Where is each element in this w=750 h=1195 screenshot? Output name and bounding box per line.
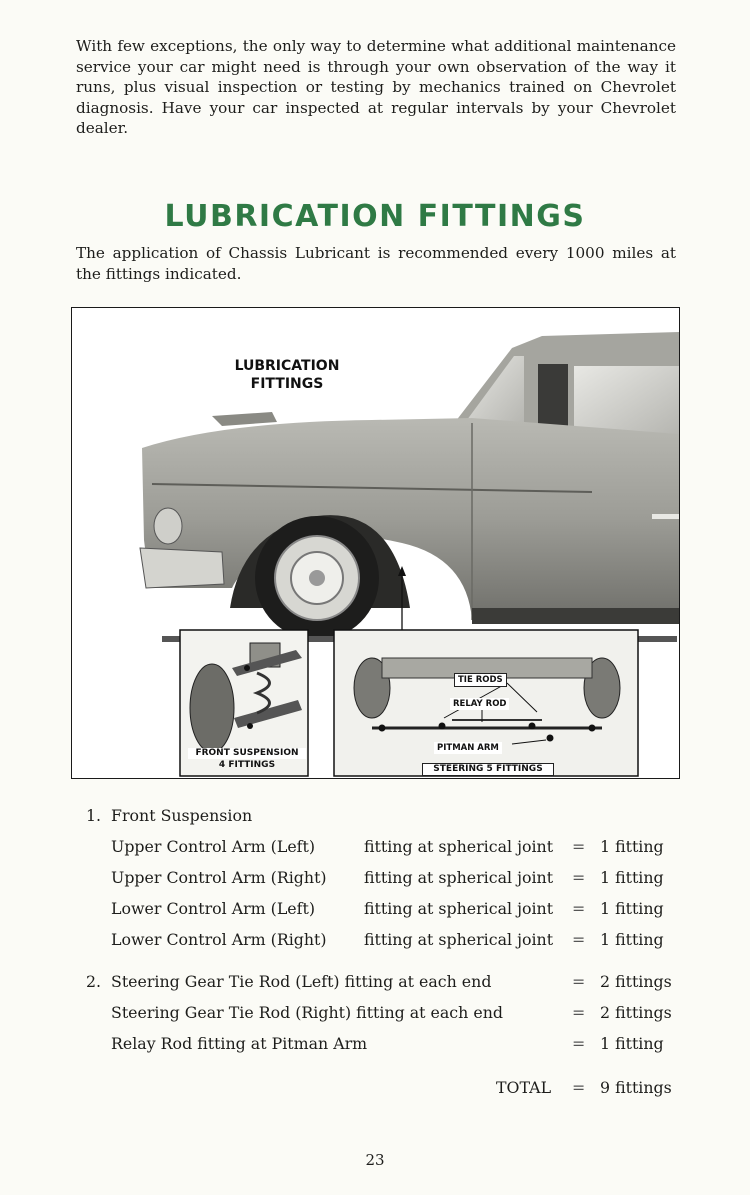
relay-rod-label: RELAY ROD [450, 698, 510, 710]
item-desc: fitting at spherical joint [364, 868, 554, 887]
windshield [464, 356, 524, 426]
item-desc: fitting at spherical joint [364, 930, 554, 949]
car-body [142, 418, 679, 620]
list-item: Upper Control Arm (Right) fitting at sph… [86, 868, 681, 890]
item-value: 2 fittings [600, 972, 672, 991]
item-name: Steering Gear Tie Rod (Left) fitting at … [111, 972, 492, 991]
hood-ornament [212, 412, 277, 426]
item-eq: = [572, 972, 586, 991]
car-chassis-figure: LUBRICATION FITTINGS FRONT SUSPENSION 4 … [71, 307, 680, 779]
total-value: 9 fittings [600, 1078, 672, 1097]
item-eq: = [572, 837, 586, 856]
list-item: Lower Control Arm (Right) fitting at sph… [86, 930, 681, 952]
intro-paragraph: With few exceptions, the only way to det… [76, 37, 676, 137]
car-illustration [139, 332, 679, 777]
side-window [574, 366, 679, 436]
pitman-arm-label: PITMAN ARM [434, 742, 502, 754]
list-item: Relay Rod fitting at Pitman Arm = 1 fitt… [86, 1034, 681, 1056]
item-value: 1 fitting [600, 837, 664, 856]
item-desc: fitting at spherical joint [364, 837, 554, 856]
total-row: TOTAL = 9 fittings [86, 1078, 681, 1100]
item-eq: = [572, 899, 586, 918]
list-item: Upper Control Arm (Left) fitting at sphe… [86, 837, 681, 859]
item-desc: fitting at spherical joint [364, 899, 554, 918]
item-name: Lower Control Arm (Left) [111, 899, 316, 918]
item-value: 1 fitting [600, 1034, 664, 1053]
item-eq: = [572, 1003, 586, 1022]
item-name: Relay Rod fitting at Pitman Arm [111, 1034, 368, 1053]
front-suspension-caption: FRONT SUSPENSION [188, 748, 306, 759]
item-value: 2 fittings [600, 1003, 672, 1022]
total-label: TOTAL [496, 1078, 552, 1097]
bumper [139, 547, 225, 589]
list-item: Lower Control Arm (Left) fitting at sphe… [86, 899, 681, 921]
section-intro: The application of Chassis Lubricant is … [76, 244, 676, 283]
section-heading: LUBRICATION FITTINGS [164, 199, 586, 234]
item-eq: = [572, 868, 586, 887]
vent-window [538, 364, 568, 434]
section-number: 2. [86, 972, 102, 991]
item-value: 1 fitting [600, 868, 664, 887]
list-item: Steering Gear Tie Rod (Right) fitting at… [86, 1003, 681, 1025]
item-value: 1 fitting [600, 930, 664, 949]
total-eq: = [572, 1078, 586, 1097]
item-eq: = [572, 1034, 586, 1053]
list-item: 1. Front Suspension [86, 806, 681, 828]
section-title: Front Suspension [111, 806, 253, 825]
item-eq: = [572, 930, 586, 949]
item-name: Steering Gear Tie Rod (Right) fitting at… [111, 1003, 503, 1022]
item-name: Upper Control Arm (Left) [111, 837, 316, 856]
item-name: Lower Control Arm (Right) [111, 930, 327, 949]
item-name: Upper Control Arm (Right) [111, 868, 327, 887]
tie-rods-label: TIE RODS [454, 673, 507, 687]
page-number: 23 [365, 1151, 385, 1169]
list-item: 2. Steering Gear Tie Rod (Left) fitting … [86, 972, 681, 994]
figure-main-label: LUBRICATION FITTINGS [234, 358, 340, 392]
steering-caption: STEERING 5 FITTINGS [422, 763, 554, 776]
front-suspension-count: 4 FITTINGS [218, 760, 276, 770]
item-value: 1 fitting [600, 899, 664, 918]
section-number: 1. [86, 806, 102, 825]
